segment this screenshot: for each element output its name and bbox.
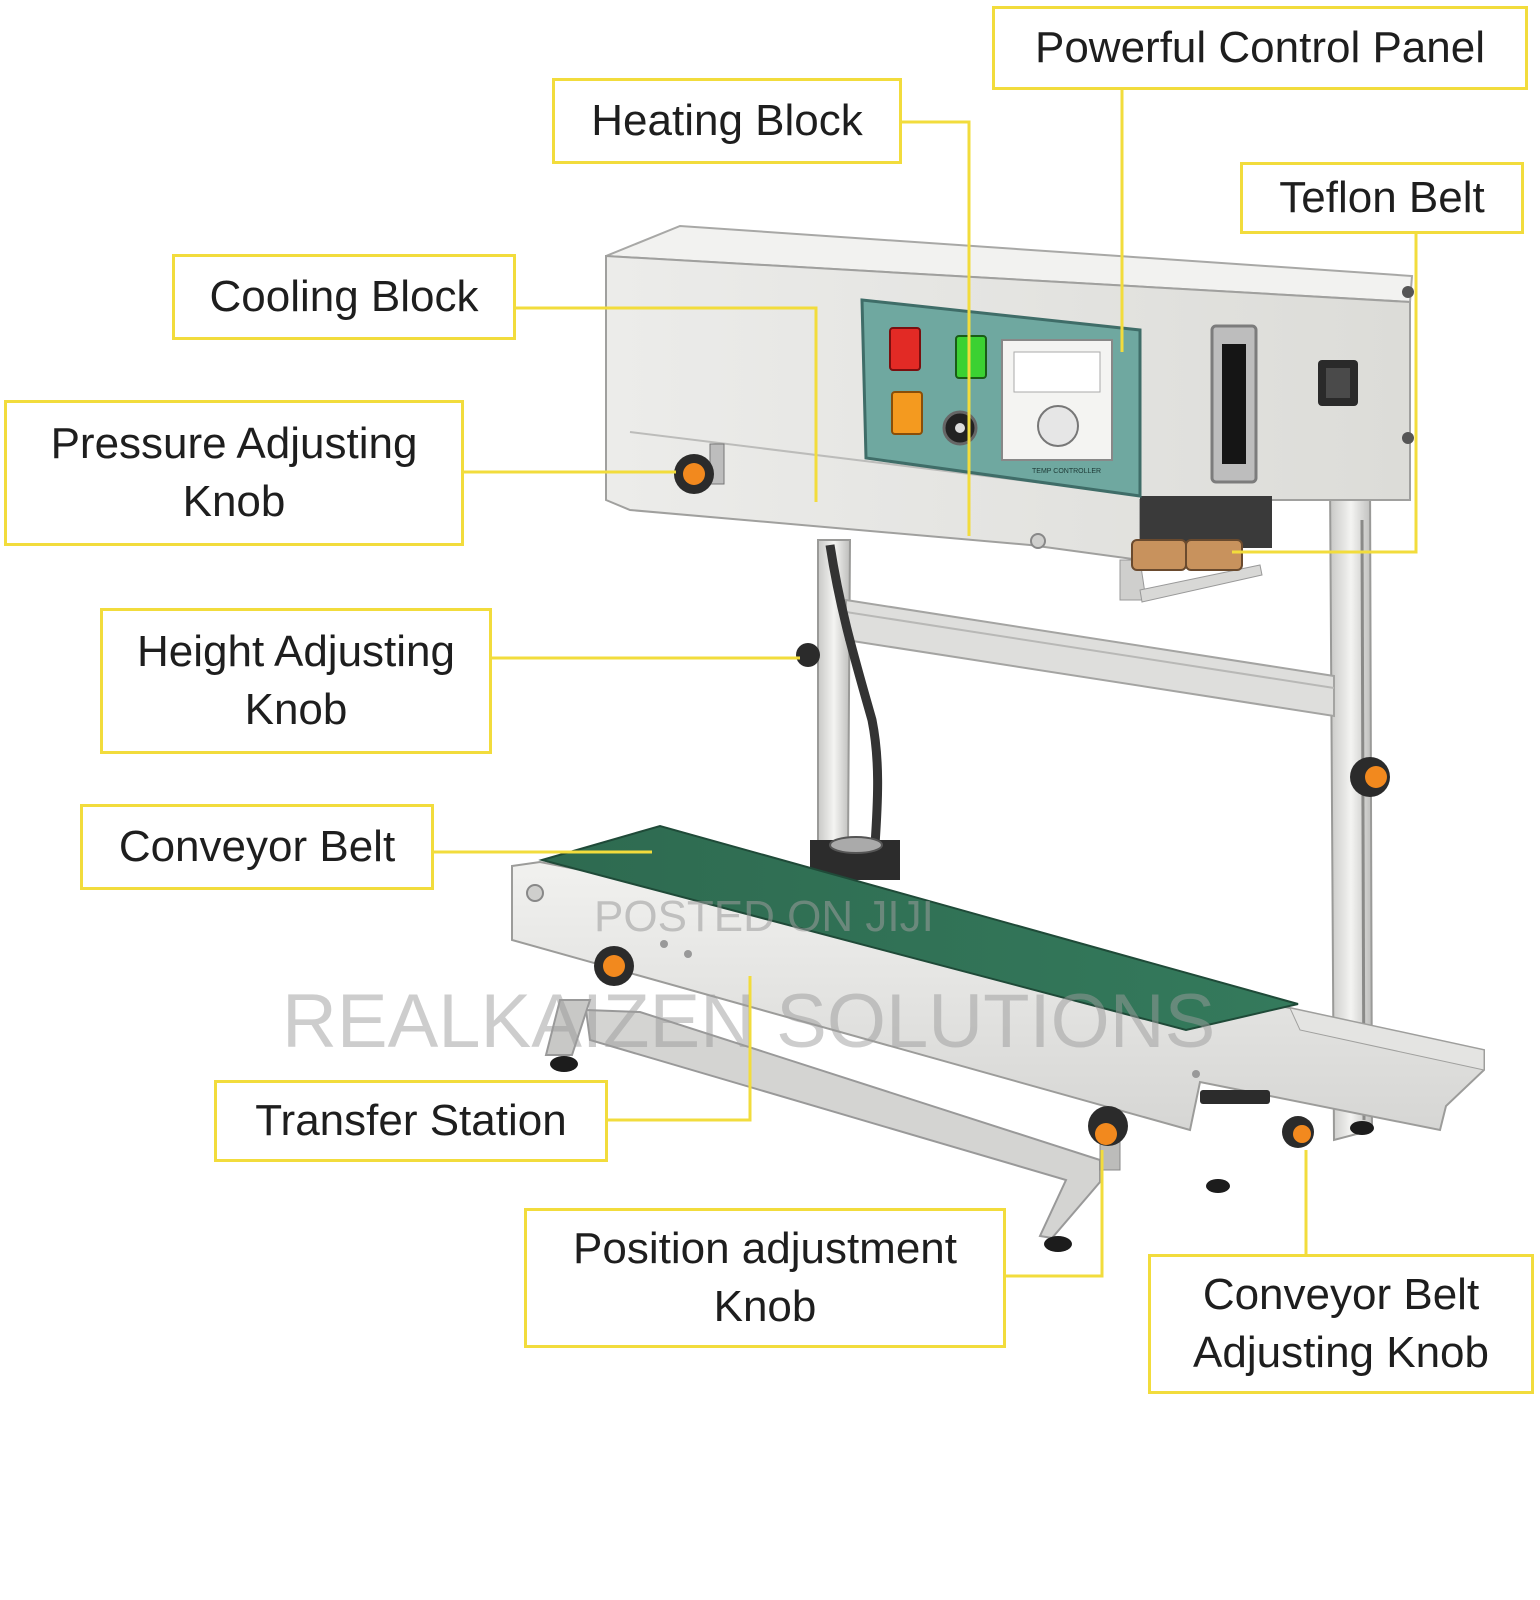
callout-position-knob: Position adjustment Knob xyxy=(524,1208,1006,1348)
label-transfer-station: Transfer Station xyxy=(255,1096,567,1145)
leader-teflon-belt xyxy=(1232,232,1418,554)
callout-height-knob: Height Adjusting Knob xyxy=(100,608,492,754)
callout-conveyor-knob: Conveyor Belt Adjusting Knob xyxy=(1148,1254,1534,1394)
leader-position-knob xyxy=(1004,1150,1104,1278)
label-position-knob-line1: Position adjustment xyxy=(573,1224,957,1273)
sealing-head xyxy=(810,836,900,880)
callout-control-panel: Powerful Control Panel xyxy=(992,6,1528,90)
label-teflon-belt: Teflon Belt xyxy=(1279,173,1485,222)
label-height-knob-line2: Knob xyxy=(244,685,348,734)
height-adjusting-knob[interactable] xyxy=(796,643,820,667)
watermark-company: REALKAIZEN SOLUTIONS xyxy=(282,979,1216,1064)
label-control-panel: Powerful Control Panel xyxy=(1034,23,1485,72)
label-pressure-knob-line2: Knob xyxy=(182,477,286,526)
callout-heating-block: Heating Block xyxy=(552,78,902,164)
label-conveyor-knob-line2: Adjusting Knob xyxy=(1193,1328,1489,1377)
control-panel: TEMP CONTROLLER xyxy=(860,298,1142,498)
label-pressure-knob-line1: Pressure Adjusting xyxy=(50,419,418,468)
leader-cooling-block xyxy=(514,306,818,502)
leader-heating-block xyxy=(900,120,971,536)
power-switch-red[interactable] xyxy=(889,327,921,371)
label-height-knob-line1: Height Adjusting xyxy=(137,627,455,676)
cable xyxy=(825,544,883,846)
label-conveyor-knob-line1: Conveyor Belt xyxy=(1202,1270,1480,1319)
callout-teflon-belt: Teflon Belt xyxy=(1240,162,1524,234)
label-heating-block: Heating Block xyxy=(591,96,863,145)
label-cooling-block: Cooling Block xyxy=(209,272,479,321)
label-conveyor-belt: Conveyor Belt xyxy=(118,822,396,871)
leader-transfer-station xyxy=(606,976,752,1122)
pressure-adjusting-knob[interactable] xyxy=(674,443,725,494)
crossbar xyxy=(845,598,1335,718)
watermark-posted: POSTED ON JIJI xyxy=(594,892,934,941)
leader-lines xyxy=(432,88,1418,1278)
power-switch-green[interactable] xyxy=(955,335,987,379)
conveyor-belt-adjusting-knob[interactable] xyxy=(1200,1090,1314,1148)
callout-pressure-knob: Pressure Adjusting Knob xyxy=(4,400,464,546)
conveyor-belt-surface xyxy=(538,824,1299,1032)
switch-orange[interactable] xyxy=(891,391,923,435)
label-position-knob-line2: Knob xyxy=(713,1282,817,1331)
callout-cooling-block: Cooling Block xyxy=(172,254,516,340)
transfer-station-knob[interactable] xyxy=(594,946,634,986)
controller-label: TEMP CONTROLLER xyxy=(1032,468,1101,475)
post-knob[interactable] xyxy=(1350,757,1390,797)
position-adjustment-knob[interactable] xyxy=(1088,1106,1128,1171)
callout-conveyor-belt: Conveyor Belt xyxy=(80,804,434,890)
callout-transfer-station: Transfer Station xyxy=(214,1080,608,1162)
